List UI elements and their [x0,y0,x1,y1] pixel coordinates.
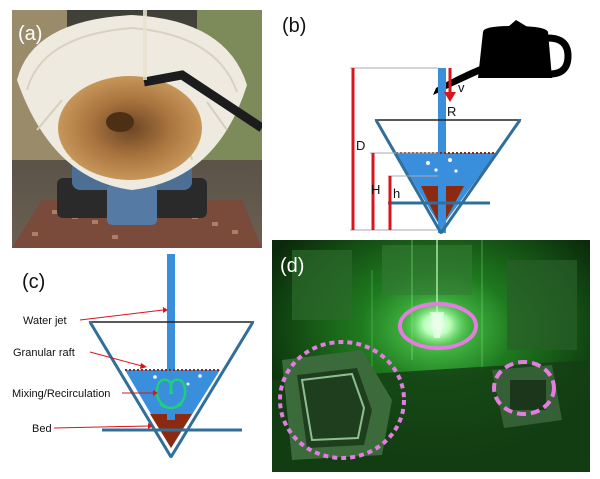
label-mixing: Mixing/Recirculation [12,388,110,400]
kettle-icon [433,20,572,95]
var-h: h [393,186,400,201]
panel-a-photo: (a) [12,10,262,248]
label-water-jet: Water jet [23,315,67,327]
panel-c: (c) Water jet Granular raft Mixing/Recir [10,252,268,474]
label-bed: Bed [32,423,52,435]
panel-d-label: (d) [280,255,304,277]
highlight-solid-ellipse [398,302,478,350]
var-D: D [356,138,365,153]
highlight-dashed-ellipse-left [278,340,406,460]
panel-b: (b) v R [278,8,590,240]
panel-d-photo: (d) [272,240,590,472]
var-R: R [447,104,456,119]
label-granular-raft: Granular raft [13,347,75,359]
panel-d: (d) [272,240,590,472]
water-jet-c [167,254,175,426]
panel-a: (a) [12,10,262,248]
panel-c-label: (c) [22,271,45,293]
highlight-dashed-ellipse-right [492,360,556,416]
water-jet [438,68,446,233]
var-v: v [458,80,465,95]
recirculation-vortex [155,378,187,410]
var-H: H [371,182,380,197]
panel-b-label: (b) [282,15,306,37]
panel-a-label: (a) [18,23,42,45]
